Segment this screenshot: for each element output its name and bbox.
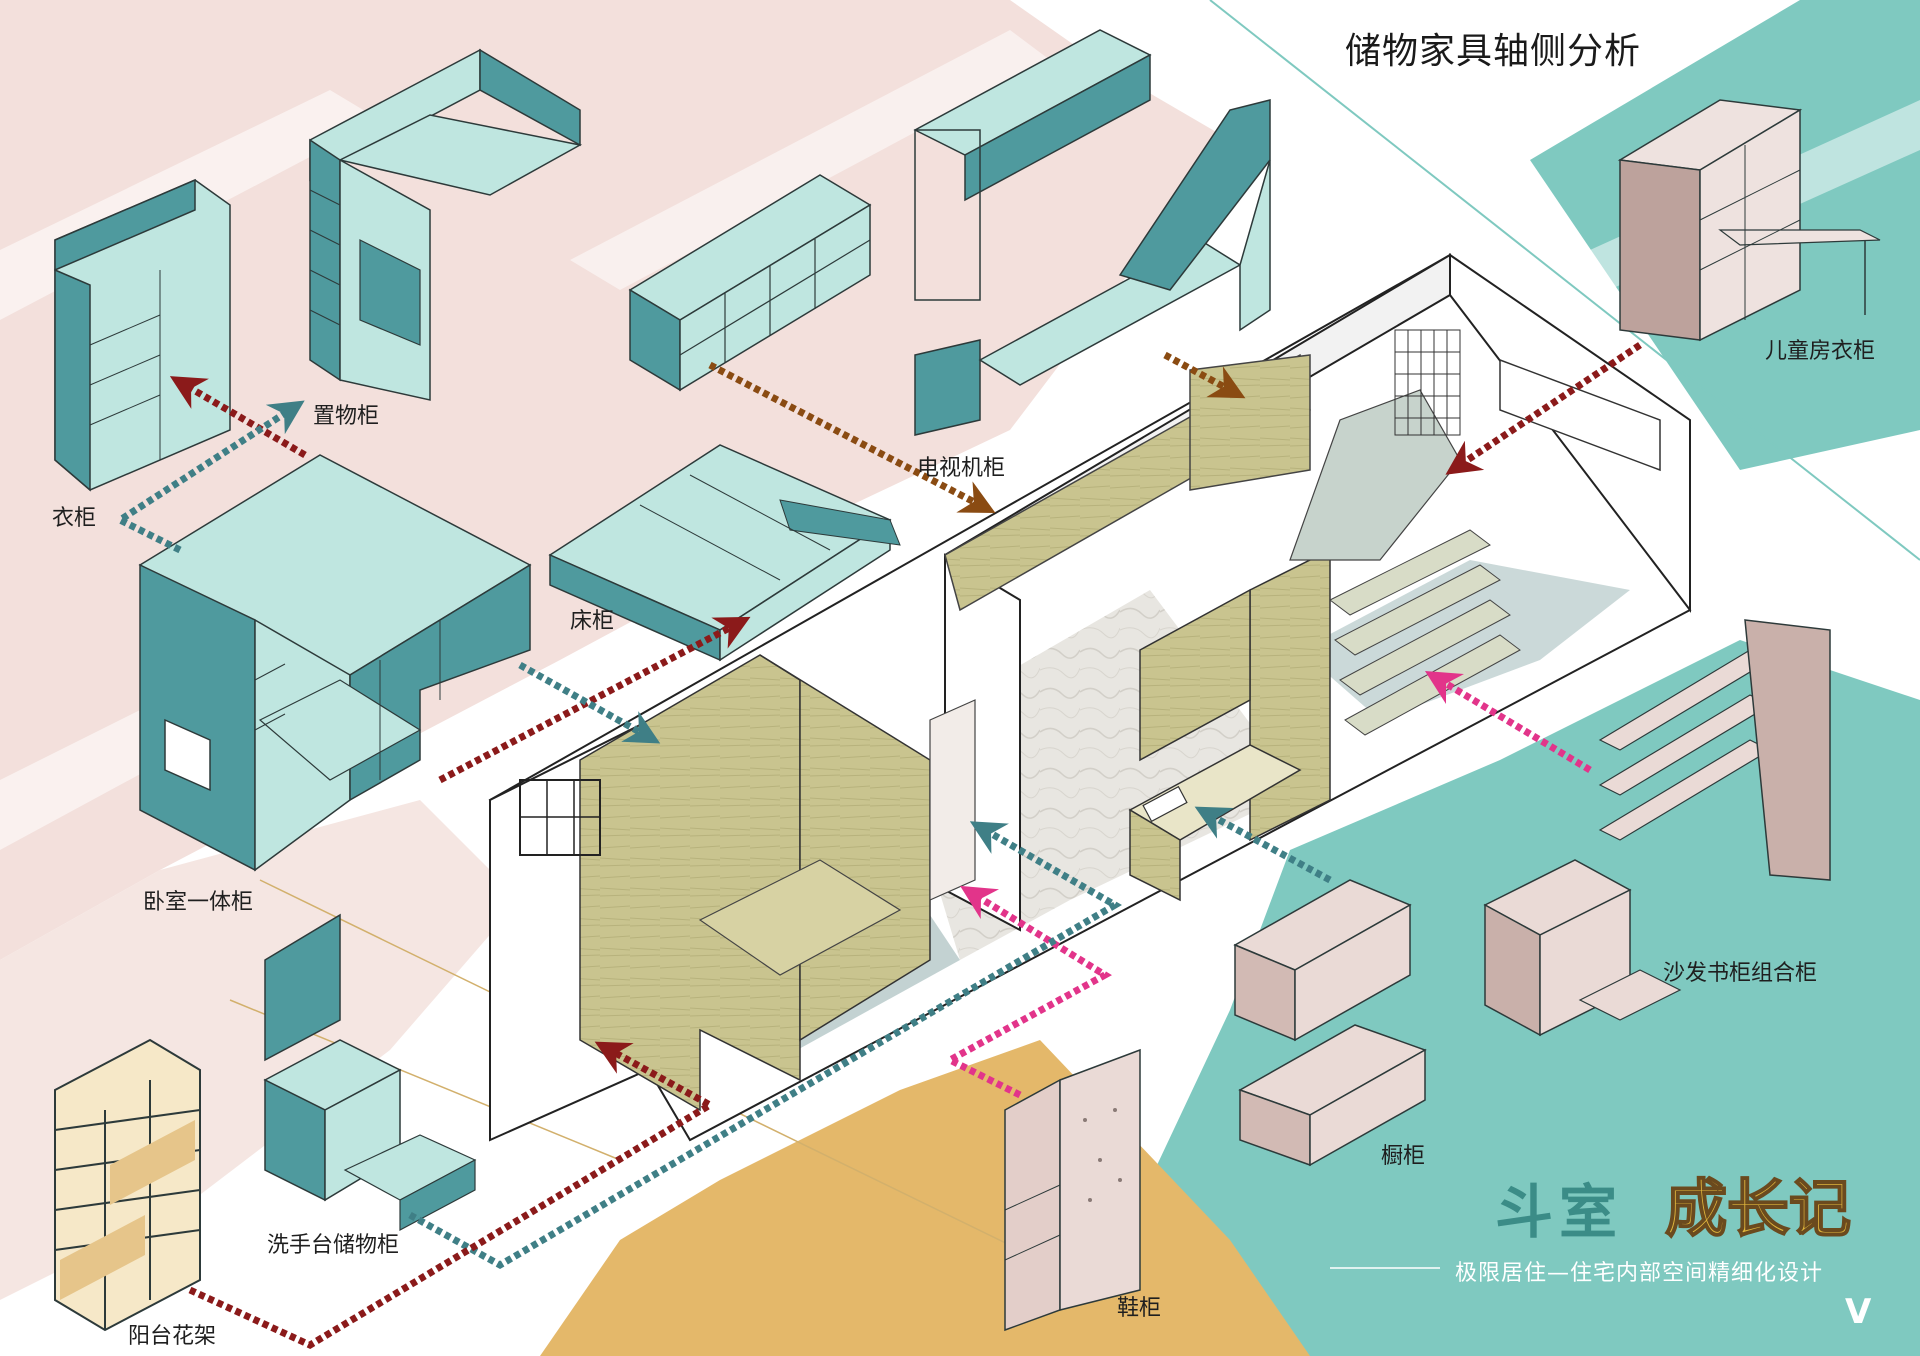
brand-logo-part2: 成长记 (1664, 1171, 1852, 1246)
kitchen-base (1129, 808, 1181, 902)
furniture-xishoutai (263, 913, 477, 1231)
bedroom-block-front (579, 654, 801, 1112)
furniture-shafa (1483, 619, 1831, 1037)
staircase-slide (1289, 389, 1461, 561)
label-yigui: 衣柜 (52, 506, 97, 531)
furniture-yigui (54, 178, 231, 492)
label-chugui: 橱柜 (1381, 1144, 1426, 1169)
label-xishoutai: 洗手台储物柜 (267, 1233, 400, 1258)
thin-line-1 (1209, 0, 1920, 561)
furniture-ertongfang (1617, 99, 1881, 342)
kitchen-sink (1142, 785, 1188, 823)
label-xiegui: 鞋柜 (1117, 1296, 1162, 1321)
white-diag-3 (570, 30, 1050, 290)
furniture-zhiwugui (309, 48, 583, 401)
pegboard-wall (929, 699, 976, 901)
label-zhiwugui: 置物柜 (313, 404, 380, 429)
bedroom-bed (698, 859, 902, 976)
arrow-yigui-zhiwugui (112, 400, 305, 554)
label-yangtai: 阳台花架 (128, 1324, 217, 1349)
furniture-shelf-top (628, 174, 872, 392)
label-chuanggui: 床柜 (570, 609, 615, 634)
arrow-chugui-kitchen (1194, 806, 1332, 884)
arrow-woshi-chuanggui (438, 616, 751, 784)
arrow-xiegui (942, 885, 1112, 1099)
arrow-woshi-yigui (169, 376, 307, 459)
page-number-mark: V (1845, 1292, 1872, 1332)
arrow-chuanggui-bedroom (518, 661, 661, 744)
label-woshi: 卧室一体柜 (143, 890, 254, 915)
kitchen-upper (1139, 588, 1251, 762)
arrow-tv-house (1163, 351, 1246, 399)
arrow-yangtai (188, 1041, 718, 1349)
arrow-shafa (1424, 670, 1592, 774)
arrow-ertongfang (1445, 342, 1642, 475)
tv-wall-cabinet-top (1189, 354, 1311, 491)
page-subtitle: 极限居住—住宅内部空间精细化设计 (1455, 1261, 1824, 1286)
furniture-yangtai (54, 1038, 201, 1332)
page-title: 储物家具轴侧分析 (1345, 31, 1642, 72)
label-dianshijigui: 电视机柜 (917, 456, 1006, 481)
house-model (488, 253, 1692, 1142)
furniture-dianshijigui (913, 29, 1271, 436)
furniture-chuanggui (548, 444, 901, 662)
brand-logo-part1: 斗室 (1495, 1178, 1624, 1246)
furniture-woshi (138, 454, 532, 872)
arrow-shelf-tv (708, 361, 996, 514)
arrow-xishoutai (408, 821, 1122, 1270)
loft-deck (1499, 358, 1661, 472)
kitchen-column (1249, 548, 1331, 842)
mesh-loft (1394, 329, 1461, 436)
label-shafa: 沙发书柜组合柜 (1663, 961, 1818, 986)
flow-arrows (112, 342, 1642, 1349)
furniture-xiegui (1004, 1048, 1141, 1332)
label-ertongfang: 儿童房衣柜 (1765, 339, 1876, 364)
furniture-chugui (1233, 879, 1427, 1167)
